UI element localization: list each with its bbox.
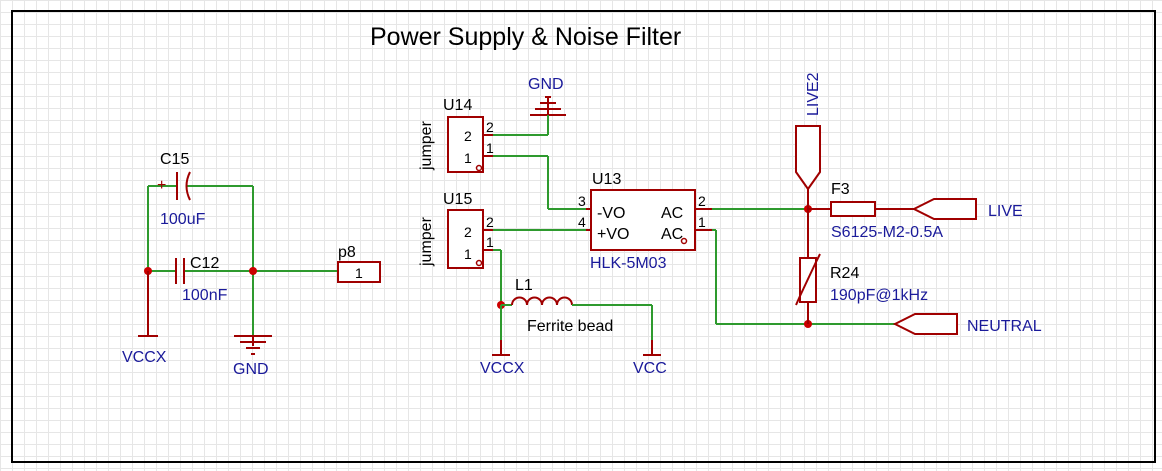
junction-c-right: [249, 267, 257, 275]
gnd-symbol-bottom: GND: [233, 335, 272, 378]
l1-value: Ferrite bead: [527, 318, 613, 335]
live-label: LIVE: [988, 203, 1023, 220]
net-port-neutral: NEUTRAL: [892, 313, 1042, 335]
fuse-f3[interactable]: F3 S6125-M2-0.5A: [808, 181, 943, 241]
u13-pin4-num: 4: [578, 214, 586, 230]
gnd-bottom-label: GND: [233, 361, 269, 378]
u14-pin2-num: 2: [486, 119, 494, 135]
p8-pin: 1: [355, 265, 363, 281]
u15-pin2-num: 2: [486, 214, 494, 230]
net-port-live2: LIVE2: [795, 72, 822, 209]
jumper-u14[interactable]: 2 1 2 1 U14 jumper: [418, 97, 494, 173]
u13-vo-neg: -VO: [597, 205, 625, 222]
vccx-left-label: VCCX: [122, 349, 167, 366]
gnd-top-label: GND: [528, 76, 564, 93]
p8-ref: p8: [338, 244, 356, 261]
module-u13[interactable]: 3 4 2 1 -VO +VO AC AC U13 HLK-5M03: [578, 171, 712, 272]
c12-ref: C12: [190, 255, 219, 272]
u13-pin3-num: 3: [578, 193, 586, 209]
f3-value: S6125-M2-0.5A: [831, 224, 943, 241]
inductor-l1[interactable]: L1 Ferrite bead: [501, 277, 652, 335]
live2-label: LIVE2: [805, 72, 822, 116]
u13-pin1-num: 1: [698, 214, 706, 230]
u15-pin2-label: 2: [464, 224, 472, 240]
r24-ref: R24: [830, 265, 859, 282]
u13-ref: U13: [592, 171, 621, 188]
c15-value: 100uF: [160, 211, 206, 228]
c12-value: 100nF: [182, 287, 228, 304]
capacitor-c15[interactable]: + C15 100uF: [148, 151, 253, 228]
u14-type: jumper: [418, 120, 435, 171]
u15-type: jumper: [418, 216, 435, 267]
neutral-label: NEUTRAL: [967, 318, 1042, 335]
c15-polarity: +: [157, 177, 166, 194]
varistor-r24[interactable]: R24 190pF@1kHz: [795, 209, 928, 324]
jumper-u15[interactable]: 2 1 2 1 U15 jumper: [418, 191, 494, 269]
u15-pin1-label: 1: [464, 246, 472, 262]
capacitor-c12[interactable]: C12 100nF: [148, 255, 253, 304]
u13-value: HLK-5M03: [590, 255, 667, 272]
f3-ref: F3: [831, 181, 850, 198]
r24-value: 190pF@1kHz: [830, 287, 928, 304]
u13-vo-pos: +VO: [597, 226, 629, 243]
l1-ref: L1: [515, 277, 533, 294]
connector-p8[interactable]: 1 p8: [337, 244, 381, 283]
vccx-mid-label: VCCX: [480, 360, 525, 377]
u13-pin2-num: 2: [698, 193, 706, 209]
net-port-live: LIVE: [911, 198, 1023, 220]
u15-ref: U15: [443, 191, 472, 208]
sheet-border: [11, 10, 1156, 463]
u15-pin1-num: 1: [486, 234, 494, 250]
vcc-symbol: VCC: [633, 340, 667, 377]
u14-pin2-label: 2: [464, 128, 472, 144]
c15-ref: C15: [160, 151, 189, 168]
schematic-title: Power Supply & Noise Filter: [370, 23, 681, 51]
u14-pin1-label: 1: [464, 150, 472, 166]
u14-pin1-num: 1: [486, 140, 494, 156]
vcc-label: VCC: [633, 360, 667, 377]
vccx-symbol-left: VCCX: [122, 271, 167, 366]
u13-ac-top: AC: [661, 205, 683, 222]
vccx-symbol-mid: VCCX: [480, 340, 525, 377]
u14-ref: U14: [443, 97, 472, 114]
u13-ac-bot: AC: [661, 226, 683, 243]
gnd-symbol-top: GND: [528, 76, 566, 116]
